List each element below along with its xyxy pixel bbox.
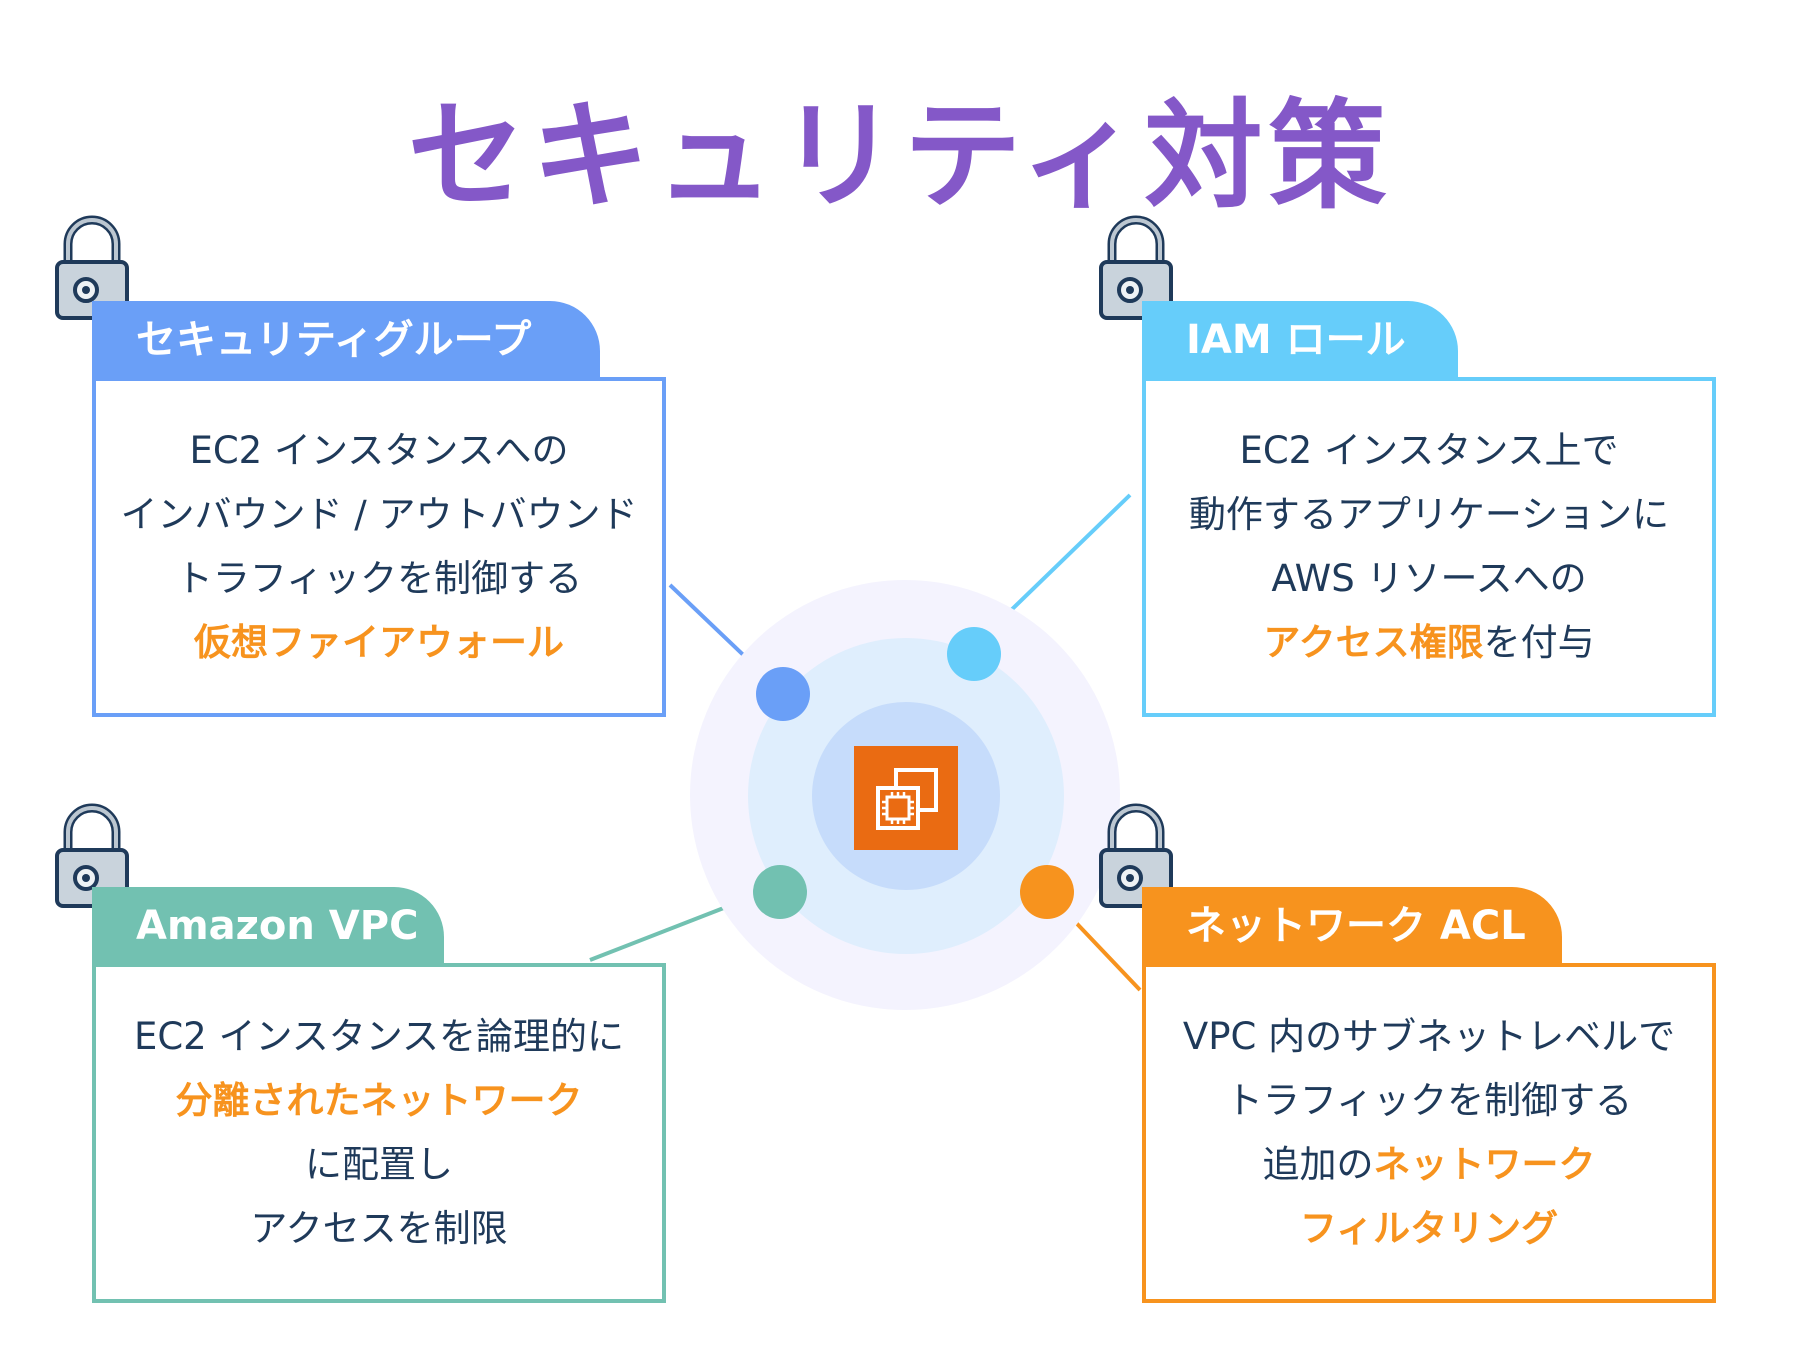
body-text: に配置し [305, 1143, 453, 1186]
security-group-heading: セキュリティグループ [92, 301, 600, 379]
network-acl-heading: ネットワーク ACL [1142, 887, 1562, 965]
card-text-line: VPC 内のサブネットレベルで [1183, 1005, 1675, 1069]
body-text: アクセスを制限 [250, 1207, 508, 1250]
iam-role-heading: IAM ロール [1142, 301, 1458, 379]
body-text: 追加の [1262, 1143, 1374, 1186]
highlight-text: 仮想ファイアウォール [194, 621, 564, 664]
card-text-line: 仮想ファイアウォール [194, 611, 564, 675]
card-text-line: トラフィックを制御する [1226, 1069, 1632, 1133]
body-text: VPC 内のサブネットレベルで [1182, 1015, 1676, 1058]
body-text: を付与 [1483, 621, 1595, 664]
highlight-text: ネットワーク [1373, 1143, 1596, 1186]
body-text: インバウンド / アウトバウンド [120, 493, 638, 536]
body-text: EC2 インスタンスへの [189, 429, 569, 472]
card-text-line: EC2 インスタンスへの [189, 419, 568, 483]
card-text-line: EC2 インスタンス上で [1239, 419, 1618, 483]
card-text-line: アクセスを制限 [250, 1197, 507, 1261]
body-text: EC2 インスタンス上で [1239, 429, 1619, 472]
card-text-line: に配置し [305, 1133, 453, 1197]
page-title: セキュリティ対策 [407, 87, 1393, 225]
body-text: AWS リソースへの [1271, 557, 1587, 600]
vpc-heading: Amazon VPC [92, 887, 444, 965]
network-acl-card: VPC 内のサブネットレベルでトラフィックを制御する追加のネットワークフィルタリ… [1142, 963, 1716, 1303]
highlight-text: アクセス権限 [1263, 621, 1484, 664]
dot-iam-role [947, 627, 1001, 681]
card-text-line: 追加のネットワーク [1263, 1133, 1596, 1197]
body-text: 動作するアプリケーションに [1188, 493, 1670, 536]
card-text-line: アクセス権限を付与 [1263, 611, 1594, 675]
iam-role-card: EC2 インスタンス上で動作するアプリケーションに AWS リソースへのアクセス権… [1142, 377, 1716, 717]
ec2-instance-icon [854, 746, 958, 850]
highlight-text: フィルタリング [1299, 1207, 1559, 1250]
card-text-line: AWS リソースへの [1271, 547, 1586, 611]
card-text-line: 動作するアプリケーションに [1189, 483, 1669, 547]
card-text-line: 分離されたネットワーク [176, 1069, 583, 1133]
card-text-line: EC2 インスタンスを論理的に [134, 1005, 624, 1069]
highlight-text: 分離されたネットワーク [175, 1079, 583, 1122]
body-text: トラフィックを制御する [175, 557, 583, 600]
body-text: トラフィックを制御する [1225, 1079, 1633, 1122]
security-group-card: EC2 インスタンスへのインバウンド / アウトバウンドトラフィックを制御する仮… [92, 377, 666, 717]
dot-security-group [756, 667, 810, 721]
card-text-line: トラフィックを制御する [176, 547, 582, 611]
body-text: EC2 インスタンスを論理的に [133, 1015, 625, 1058]
card-text-line: インバウンド / アウトバウンド [121, 483, 638, 547]
vpc-card: EC2 インスタンスを論理的に分離されたネットワークに配置しアクセスを制限 [92, 963, 666, 1303]
dot-network-acl [1020, 865, 1074, 919]
card-text-line: フィルタリング [1300, 1197, 1558, 1261]
dot-vpc [753, 865, 807, 919]
